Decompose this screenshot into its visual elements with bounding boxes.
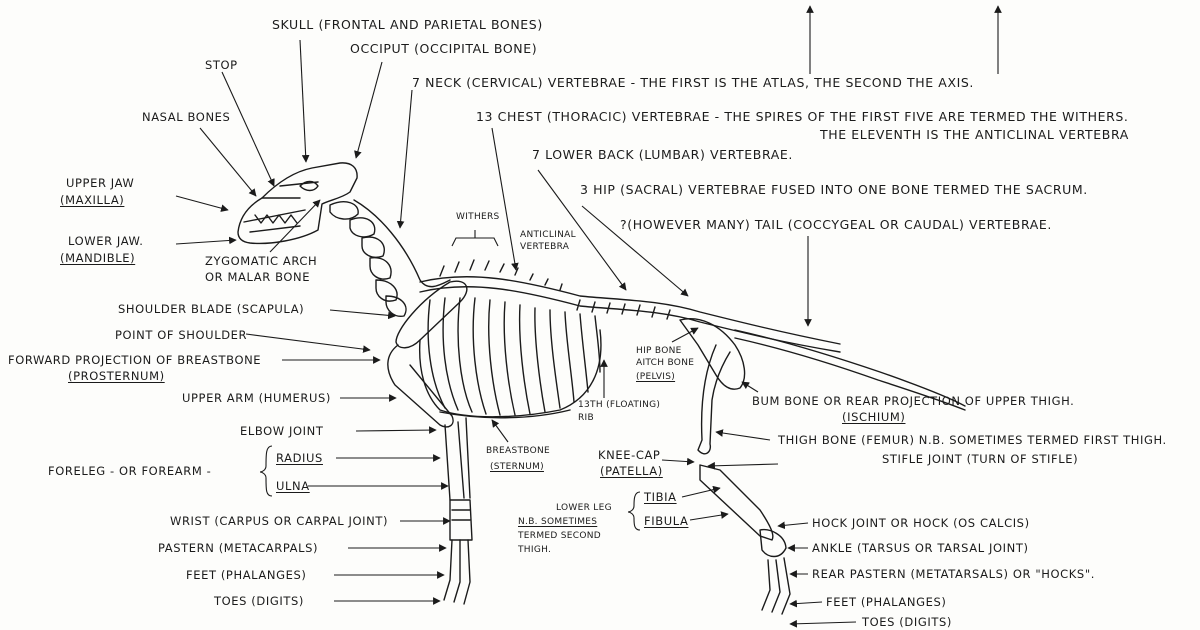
label-ankle: Ankle (Tarsus or Tarsal Joint) [812, 541, 1029, 555]
arrow-tibia [681, 485, 721, 498]
label-stop: Stop [205, 58, 238, 72]
label-maxilla: (Maxilla) [60, 193, 125, 207]
label-neck-vertebrae: 7 Neck (Cervical) Vertebrae - The first … [412, 75, 975, 90]
arrow-pelvis [671, 327, 699, 343]
label-prosternum-2: (Prosternum) [68, 369, 165, 383]
label-elbow: Elbow Joint [240, 424, 324, 438]
arrow-occiput [354, 61, 383, 159]
arrow-lumbar [537, 169, 627, 291]
arrow-point-shoulder [245, 333, 371, 353]
label-chest-vertebrae: 13 Chest (Thoracic) Vertebrae - The spir… [476, 109, 1129, 124]
radius-ulna-bracket [259, 445, 273, 497]
arrow-neck [396, 89, 413, 229]
label-hip-bone-3: (Pelvis) [636, 372, 676, 382]
label-anticlinal-line: The eleventh is the Anticlinal Vertebra [820, 127, 1129, 142]
label-mandible: (Mandible) [60, 251, 136, 265]
label-radius: Radius [276, 451, 323, 465]
label-sacral: 3 Hip (Sacral) Vertebrae fused into one … [580, 182, 1088, 197]
label-rear-pastern: Rear Pastern (Metatarsals) or "Hocks". [812, 567, 1095, 581]
label-shoulder-blade: Shoulder Blade (Scapula) [118, 302, 305, 316]
arrow-ischium [741, 381, 759, 393]
rear-leg-drawing [697, 344, 791, 615]
arrow-upper-jaw [175, 195, 229, 212]
arrow-nasal [199, 127, 257, 197]
skull-drawing [237, 162, 358, 245]
arrow-elbow [355, 426, 437, 434]
arrow-stop [221, 71, 275, 187]
arrow-skull [299, 39, 310, 163]
arrow-toes-rear [789, 619, 857, 628]
label-upper-arm: Upper Arm (Humerus) [182, 391, 331, 405]
front-leg-drawing [387, 344, 473, 605]
tail-drawing [734, 329, 966, 411]
label-wrist: Wrist (Carpus or Carpal Joint) [170, 514, 389, 528]
arrow-lower-jaw [175, 236, 237, 245]
label-upper-jaw: Upper Jaw [66, 176, 135, 190]
arrow-sacral [581, 205, 689, 297]
arrow-hock [777, 521, 809, 530]
label-stifle: Stifle Joint (Turn of Stifle) [882, 452, 1079, 466]
label-hip-bone-2: Aitch Bone [636, 358, 695, 368]
ribcage-drawing [418, 297, 602, 419]
label-zygomatic-1: Zygomatic Arch [205, 254, 318, 268]
arrow-feet-rear [789, 599, 823, 608]
label-fibula: Fibula [644, 514, 689, 528]
label-prosternum-1: Forward Projection of Breastbone [8, 353, 262, 367]
label-toes-rear: Toes (Digits) [862, 615, 952, 629]
label-zygomatic-2: or Malar Bone [205, 270, 311, 284]
scapula-drawing [395, 280, 468, 349]
label-breastbone-2: (Sternum) [490, 462, 544, 472]
label-nasal-bones: Nasal Bones [142, 110, 231, 124]
arrow-chest [491, 127, 519, 271]
label-breastbone-1: Breastbone [486, 446, 551, 456]
label-ischium-1: Bum Bone or Rear Projection of Upper Thi… [752, 394, 1075, 408]
label-occiput: Occiput (Occipital Bone) [350, 41, 538, 56]
label-withers: Withers [456, 212, 500, 222]
arrow-zygomatic [269, 199, 321, 253]
label-feet-rear: Feet (Phalanges) [826, 595, 947, 609]
label-lower-jaw: Lower Jaw. [68, 234, 144, 248]
label-hip-bone-1: Hip Bone [636, 346, 682, 356]
label-femur: Thigh Bone (Femur) N.B. Sometimes termed… [778, 433, 1167, 447]
label-pastern: Pastern (Metacarpals) [158, 541, 319, 555]
label-lumbar: 7 Lower Back (Lumbar) Vertebrae. [532, 147, 793, 162]
label-kneecap-1: Knee-Cap [598, 448, 661, 462]
spine-drawing [419, 259, 841, 353]
label-lower-leg-4: Thigh. [518, 545, 552, 555]
label-floating-rib-1: 13th (Floating) [578, 400, 661, 410]
label-point-of-shoulder: Point of Shoulder [115, 328, 248, 342]
label-foreleg: Foreleg - or Forearm - [48, 464, 212, 478]
label-tail: ?(However many) Tail (Coccygeal or Cauda… [620, 217, 1052, 232]
label-anticlinal-2: Vertebra [520, 242, 570, 252]
label-feet-front: Feet (Phalanges) [186, 568, 307, 582]
label-ulna: Ulna [276, 479, 310, 493]
arrow-breastbone [491, 419, 509, 443]
label-lower-leg-3: termed Second [518, 531, 602, 541]
tibia-fibula-bracket [627, 491, 641, 531]
arrow-stifle [707, 461, 779, 470]
arrow-femur [715, 429, 771, 441]
label-anticlinal-1: Anticlinal [520, 230, 576, 240]
withers-bracket [451, 230, 499, 247]
label-floating-rib-2: Rib [578, 413, 594, 423]
arrow-fibula [689, 511, 729, 521]
label-hock: Hock Joint or Hock (Os Calcis) [812, 516, 1030, 530]
label-lower-leg-2: N.B. Sometimes [518, 517, 598, 527]
label-lower-leg-1: Lower Leg [556, 503, 612, 513]
arrow-patella [661, 457, 695, 466]
arrow-scapula [329, 309, 396, 320]
label-skull: Skull (Frontal and Parietal Bones) [272, 17, 543, 32]
label-kneecap-2: (Patella) [600, 464, 663, 478]
pelvis-drawing [679, 318, 746, 390]
label-ischium-2: (Ischium) [842, 410, 906, 424]
cervical-vertebrae-drawing [329, 199, 451, 317]
label-toes-front: Toes (Digits) [214, 594, 304, 608]
label-tibia: Tibia [644, 490, 677, 504]
